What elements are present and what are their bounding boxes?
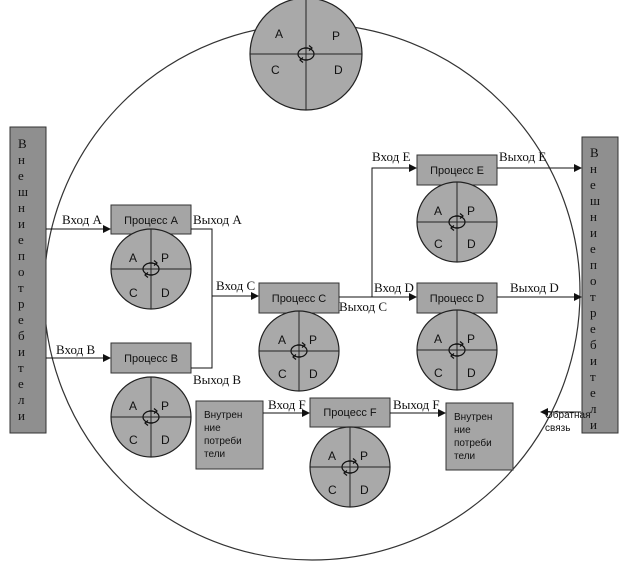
svg-text:C: C <box>328 483 337 497</box>
svg-text:D: D <box>309 367 318 381</box>
input-e-label: Вход Е <box>372 149 410 164</box>
svg-text:D: D <box>360 483 369 497</box>
input-d-label: Вход D <box>374 280 414 295</box>
svg-text:Внутрен ние потреб: Внутрен ние потреби тели <box>204 410 245 460</box>
svg-text:P: P <box>161 251 169 265</box>
svg-text:D: D <box>161 286 170 300</box>
external-right-text: В н е ш н и е п о т р е б и т е л и <box>590 145 603 432</box>
output-d-label: Выход D <box>510 280 559 295</box>
svg-text:A: A <box>434 204 442 218</box>
connector-c-to-e <box>371 164 417 297</box>
svg-text:Внутрен ние потреб: Внутрен ние потреби тели <box>454 412 495 462</box>
process-d: Процесс D <box>416 282 498 314</box>
output-c-label: Выход С <box>339 299 387 314</box>
process-a-label: Процесс А <box>124 215 178 227</box>
output-b-label: Выход В <box>193 372 241 387</box>
process-a: Процесс А <box>110 204 192 235</box>
pdca-circle-e: A P C D <box>416 181 498 263</box>
process-b: Процесс В <box>110 342 192 374</box>
svg-text:C: C <box>129 286 138 300</box>
input-f-label: Вход F <box>268 397 306 412</box>
svg-text:A: A <box>328 449 336 463</box>
pdca-circle-c: A P C D <box>258 310 340 392</box>
pdca-a-label: A <box>275 27 283 41</box>
external-consumers-right: В н е ш н и е п о т р е б и т е л и <box>581 136 619 434</box>
connector-a-to-c <box>191 228 213 296</box>
svg-text:P: P <box>161 399 169 413</box>
svg-text:D: D <box>161 433 170 447</box>
process-b-label: Процесс В <box>124 353 178 365</box>
pdca-circle-f: A P C D <box>309 426 391 508</box>
process-e-label: Процесс Е <box>430 165 484 177</box>
external-consumers-left: В н е ш н и е п о т р е б и т е л и <box>9 126 47 434</box>
external-left-text: В н е ш н и е п о т р е б и т е л и <box>18 136 31 423</box>
svg-text:A: A <box>434 332 442 346</box>
output-f-label: Выход F <box>393 397 440 412</box>
connector-b-to-c <box>191 296 213 369</box>
pdca-circle-b: A P C D <box>110 376 192 458</box>
pdca-d-label: D <box>334 63 343 77</box>
process-e: Процесс Е <box>416 154 498 186</box>
internal-consumers-right: Внутрен ние потреби тели <box>445 402 514 471</box>
svg-text:D: D <box>467 237 476 251</box>
svg-text:P: P <box>467 204 475 218</box>
process-c-label: Процесс С <box>272 293 326 305</box>
input-c-label: Вход С <box>216 278 255 293</box>
svg-text:A: A <box>278 333 286 347</box>
svg-text:C: C <box>278 367 287 381</box>
svg-text:C: C <box>434 366 443 380</box>
svg-text:P: P <box>467 332 475 346</box>
process-f-label: Процесс F <box>323 407 376 419</box>
pdca-p-label: P <box>332 29 340 43</box>
process-f: Процесс F <box>309 397 391 428</box>
feedback-label-line2: связь <box>545 423 570 434</box>
output-a-label: Выход А <box>193 212 242 227</box>
feedback-label-line1: Обратная <box>545 409 591 421</box>
output-e-label: Выход Е <box>499 149 546 164</box>
input-a-label: Вход А <box>62 212 102 227</box>
process-c: Процесс С <box>258 282 340 314</box>
pdca-circle-d: A P C D <box>416 309 498 391</box>
process-d-label: Процесс D <box>430 293 484 305</box>
svg-text:C: C <box>434 237 443 251</box>
input-b-label: Вход В <box>56 342 95 357</box>
svg-text:A: A <box>129 251 137 265</box>
svg-text:D: D <box>467 366 476 380</box>
pdca-circle-a: A P C D <box>110 228 192 310</box>
svg-text:P: P <box>360 449 368 463</box>
pdca-c-label: C <box>271 63 280 77</box>
internal-consumers-left: Внутрен ние потреби тели <box>195 400 264 470</box>
pdca-circle-main: A P C D <box>249 0 363 111</box>
svg-text:C: C <box>129 433 138 447</box>
svg-text:P: P <box>309 333 317 347</box>
svg-text:A: A <box>129 399 137 413</box>
